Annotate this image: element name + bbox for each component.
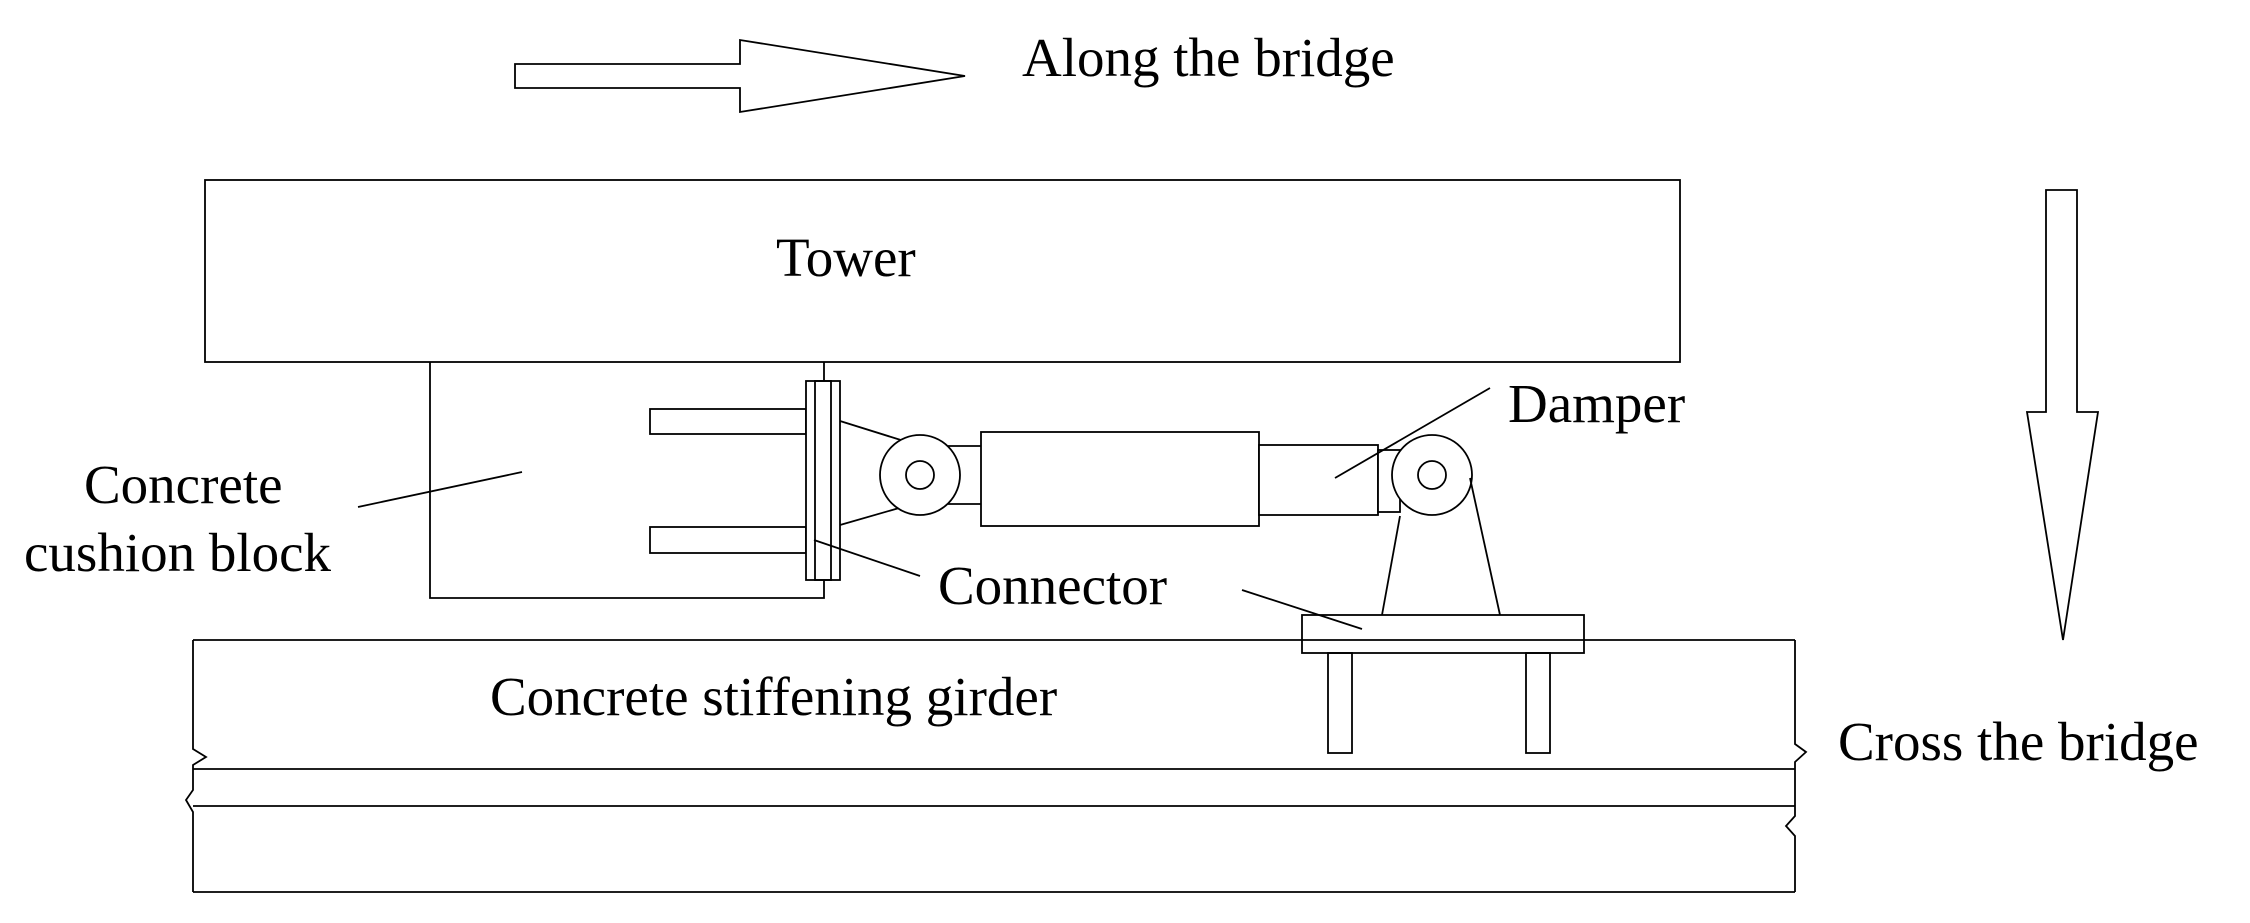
support-leg-left xyxy=(1381,515,1401,616)
damper xyxy=(839,420,1473,527)
cross-bridge-label: Cross the bridge xyxy=(1838,711,2199,772)
concrete-stiffening-girder xyxy=(184,639,1808,893)
support-leg-right xyxy=(1469,477,1501,616)
cushion-block-leader-line xyxy=(357,471,523,508)
damper-leader-line xyxy=(1334,387,1491,479)
cross-bridge-arrow xyxy=(2025,189,2100,641)
connector xyxy=(649,380,841,581)
along-bridge-arrow xyxy=(514,38,966,114)
connector-plate-inner xyxy=(814,380,832,581)
cushion-block-label-line2: cushion block xyxy=(24,522,332,583)
damper-piston-rod xyxy=(1258,444,1379,516)
girder-label: Concrete stiffening girder xyxy=(490,666,1057,727)
girder-right-break xyxy=(1784,640,1808,892)
support-leader-line xyxy=(1241,589,1363,630)
connector-bolt-upper xyxy=(649,408,807,435)
along-bridge-label: Along the bridge xyxy=(1022,27,1395,88)
support-anchor-left xyxy=(1327,652,1353,754)
connector-leader-line xyxy=(813,539,921,577)
connector-bolt-lower xyxy=(649,526,807,554)
concrete-cushion-block xyxy=(429,362,825,599)
tower xyxy=(204,179,1681,363)
girder-left-break xyxy=(184,640,208,892)
damper-left-pin xyxy=(905,460,935,490)
connector-label: Connector xyxy=(938,555,1167,616)
support-anchor-right xyxy=(1525,652,1551,754)
damper-cylinder xyxy=(980,431,1260,527)
connector-plate xyxy=(805,380,841,581)
damper-right-pin xyxy=(1417,460,1447,490)
tower-label: Tower xyxy=(776,227,916,288)
cushion-block-label-line1: Concrete xyxy=(84,454,283,515)
damper-label: Damper xyxy=(1508,373,1685,434)
girder-support xyxy=(1301,477,1585,754)
support-base-plate xyxy=(1301,614,1585,654)
